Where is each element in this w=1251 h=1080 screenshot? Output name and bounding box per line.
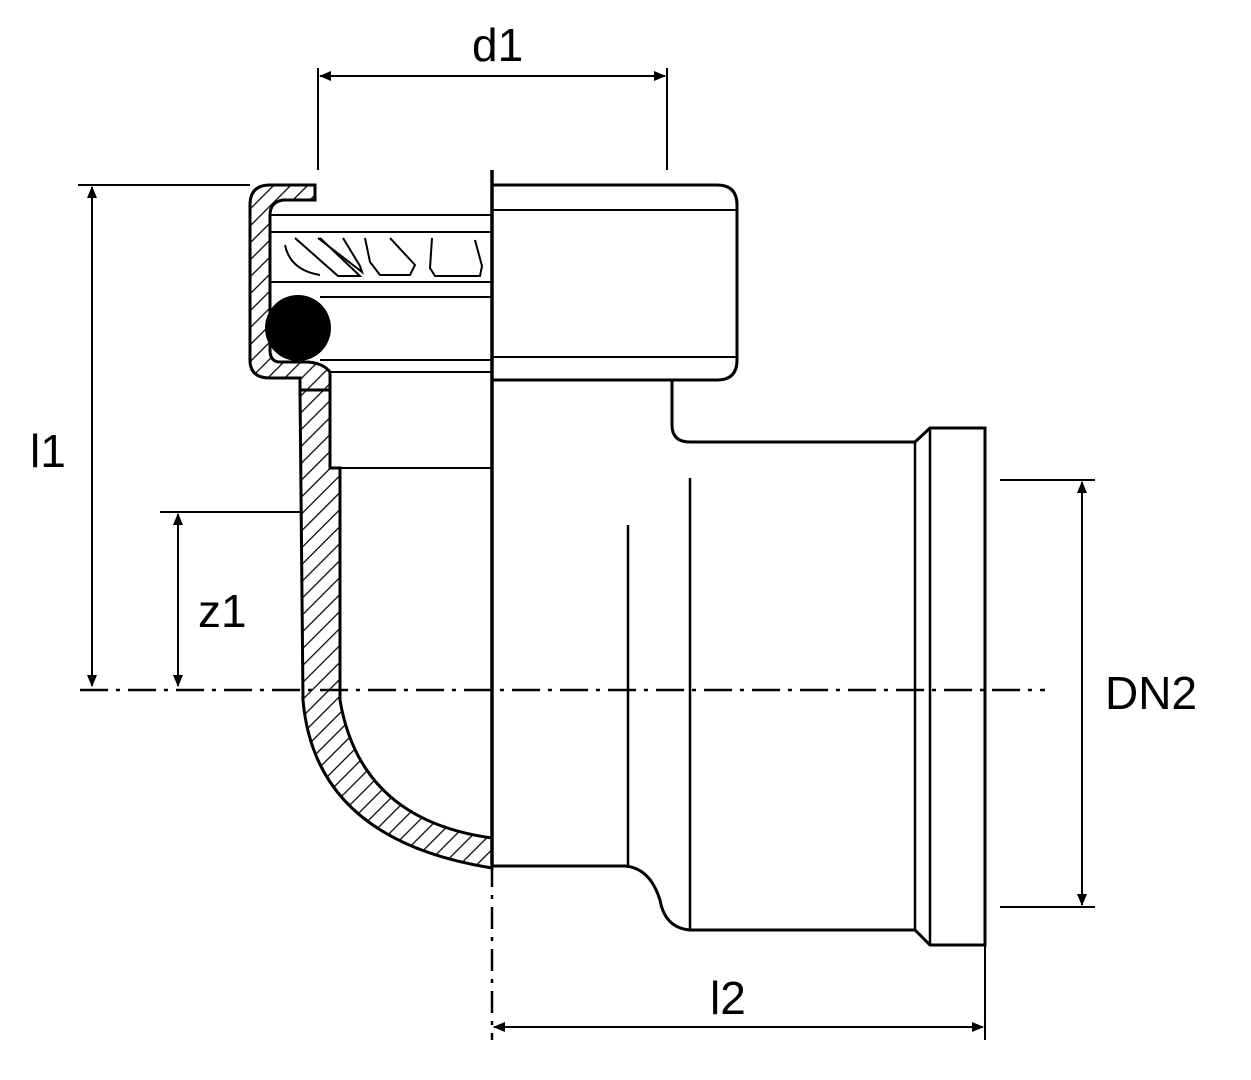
dimension-dn2: [1000, 479, 1095, 908]
label-l2: l2: [710, 972, 746, 1024]
label-d1: d1: [472, 19, 524, 71]
spigot-body: [492, 380, 987, 947]
dimension-l2: [493, 940, 986, 1040]
dimension-z1: [160, 511, 300, 687]
elbow-wall-hatch: [298, 388, 494, 870]
label-dn2: DN2: [1105, 667, 1198, 719]
dimension-l1: [78, 184, 250, 687]
grip-ring: [284, 237, 484, 277]
o-ring: [265, 295, 331, 361]
label-z1: z1: [198, 585, 247, 637]
cap-nut: [248, 183, 739, 392]
dimension-d1: [317, 68, 668, 170]
label-l1: l1: [30, 425, 66, 477]
